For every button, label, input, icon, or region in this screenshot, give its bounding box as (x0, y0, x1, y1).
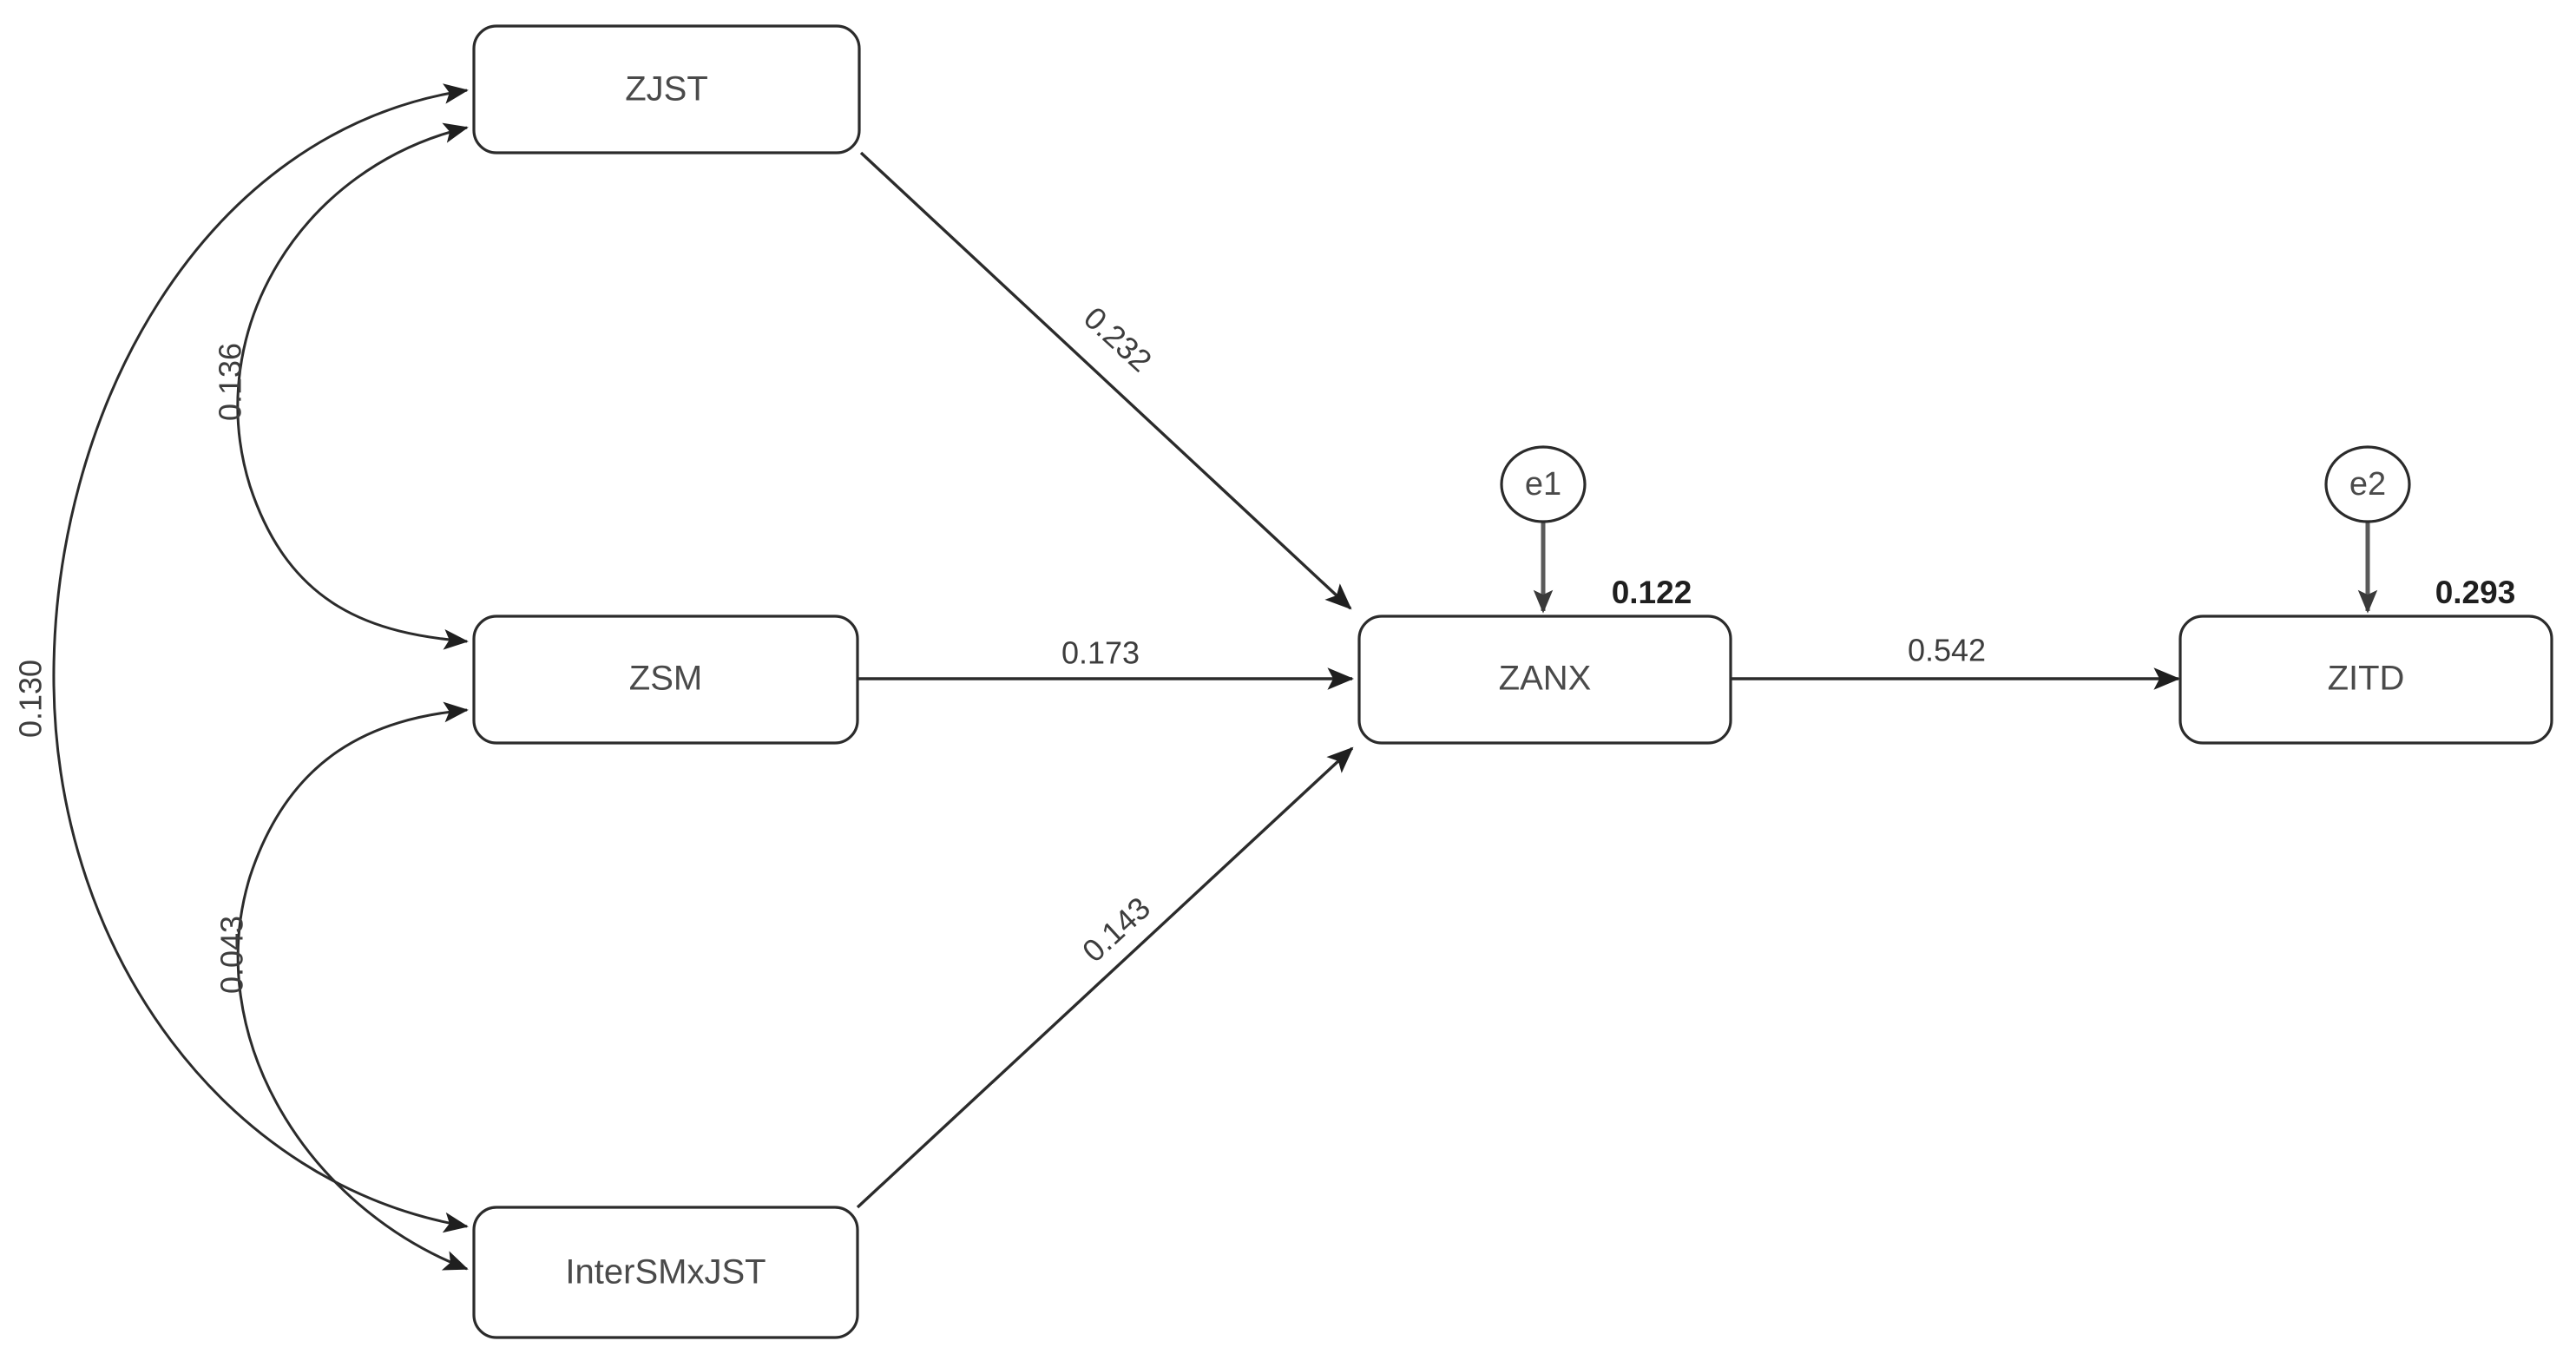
coefficient-label-zanx-zitd: 0.542 (1908, 633, 1986, 668)
node-zanx[interactable]: ZANX (1357, 615, 1732, 745)
coefficient-label-cov-zjst-intersmxjst: 0.130 (13, 660, 49, 738)
node-zanx-label: ZANX (1499, 660, 1592, 698)
covariance-curve-zjst-zsm (236, 122, 469, 650)
node-intersmxjst[interactable]: InterSMxJST (472, 1206, 859, 1339)
node-zsm[interactable]: ZSM (472, 615, 859, 745)
node-e1-label: e1 (1525, 466, 1561, 503)
covariance-curve-zsm-intersmxjst (236, 701, 469, 1271)
covariance-curve-zjst-intersmxjst (52, 83, 469, 1233)
coefficient-label-variance-zanx: 0.122 (1612, 575, 1692, 610)
coefficient-label-cov-zjst-zsm: 0.136 (213, 343, 248, 421)
node-e2[interactable]: e2 (2324, 445, 2411, 523)
node-intersmxjst-label: InterSMxJST (565, 1253, 766, 1292)
node-zitd[interactable]: ZITD (2178, 615, 2553, 745)
node-zitd-box[interactable] (2178, 615, 2553, 745)
node-e2-ellipse[interactable] (2324, 445, 2411, 523)
node-e2-label: e2 (2349, 466, 2386, 503)
path-arrow-zjst-zanx (859, 151, 1352, 610)
coefficient-label-zsm-zanx: 0.173 (1061, 635, 1140, 671)
node-zsm-box[interactable] (472, 615, 859, 745)
node-zjst-label: ZJST (625, 70, 708, 108)
node-zjst[interactable]: ZJST (472, 24, 861, 154)
coefficient-label-intersmxjst-zanx: 0.143 (1075, 890, 1157, 969)
node-zanx-box[interactable] (1357, 615, 1732, 745)
coefficient-label-variance-zitd: 0.293 (2435, 575, 2516, 610)
node-zsm-label: ZSM (629, 660, 702, 698)
node-e1-ellipse[interactable] (1500, 445, 1587, 523)
node-zitd-label: ZITD (2328, 660, 2405, 698)
path-arrow-intersmxjst-zanx (856, 746, 1354, 1209)
node-zjst-box[interactable] (472, 24, 861, 154)
coefficient-label-cov-zsm-intersmxjst: 0.043 (214, 916, 250, 994)
node-intersmxjst-box[interactable] (472, 1206, 859, 1339)
node-e1[interactable]: e1 (1500, 445, 1587, 523)
